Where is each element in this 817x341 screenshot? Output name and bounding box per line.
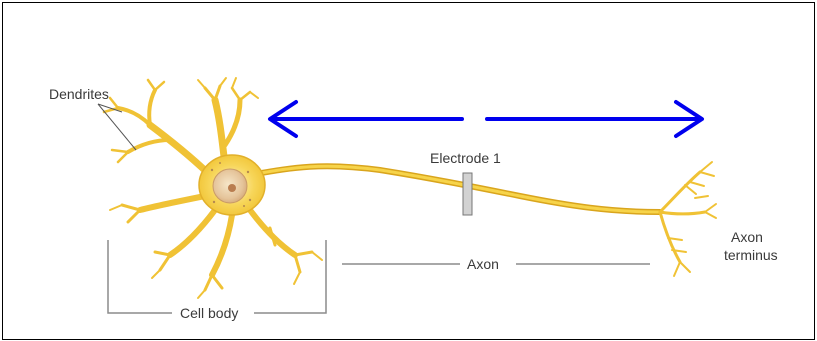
- axon-label: Axon: [467, 256, 499, 272]
- axon-line: [250, 166, 660, 212]
- axon-terminal-branches: [660, 162, 716, 276]
- nucleolus: [228, 184, 236, 192]
- electrode-icon: [463, 173, 472, 215]
- electrode-label: Electrode 1: [430, 150, 501, 166]
- double-headed-arrow-icon: [270, 102, 702, 136]
- axon-terminus-label-line2: terminus: [724, 247, 778, 263]
- cell-body-label: Cell body: [180, 305, 238, 321]
- dendrites-label: Dendrites: [49, 86, 109, 102]
- axon-terminus-label-line1: Axon: [731, 229, 763, 245]
